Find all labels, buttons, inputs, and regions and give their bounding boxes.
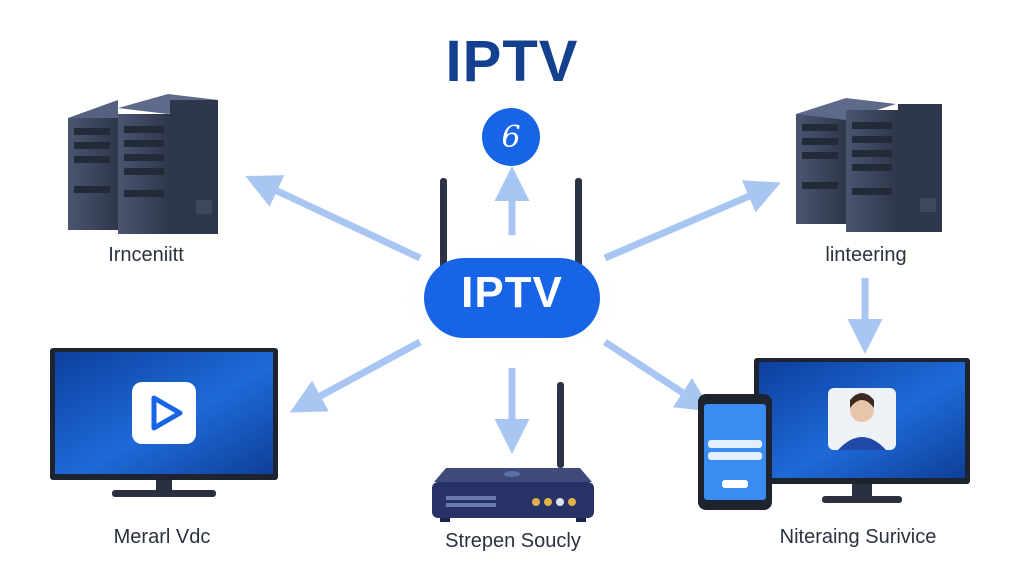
play-icon	[132, 382, 196, 444]
router-antenna-right	[575, 178, 582, 270]
router-body	[424, 258, 600, 338]
right-devices-label: Niteraing Surivice	[779, 526, 937, 548]
diagram-title: IPTV	[445, 29, 579, 94]
arrow-to-left-tv	[289, 338, 422, 413]
left-tv-label: Merarl Vdc	[113, 526, 211, 548]
router-antenna-left	[440, 178, 447, 270]
top-left-server-label: Irnceniitt	[108, 244, 184, 266]
set-top-box-label: Strepen Soucly	[445, 530, 581, 552]
arrow-to-right-devices	[603, 339, 712, 412]
server-top-left	[68, 94, 218, 234]
router-hub	[392, 178, 632, 362]
set-top-box	[432, 382, 594, 522]
top-right-server-label: linteering	[825, 244, 907, 266]
server-top-right	[796, 98, 942, 232]
left-tv	[50, 348, 278, 497]
arrow-to-top-left-server	[245, 175, 422, 262]
right-monitor	[754, 358, 970, 503]
badge-icon: 6	[482, 108, 540, 166]
connection-arrows	[245, 166, 883, 454]
arrow-to-top-right-server	[603, 180, 781, 262]
hub-label: IPTV	[461, 268, 563, 317]
tablet	[698, 394, 772, 510]
